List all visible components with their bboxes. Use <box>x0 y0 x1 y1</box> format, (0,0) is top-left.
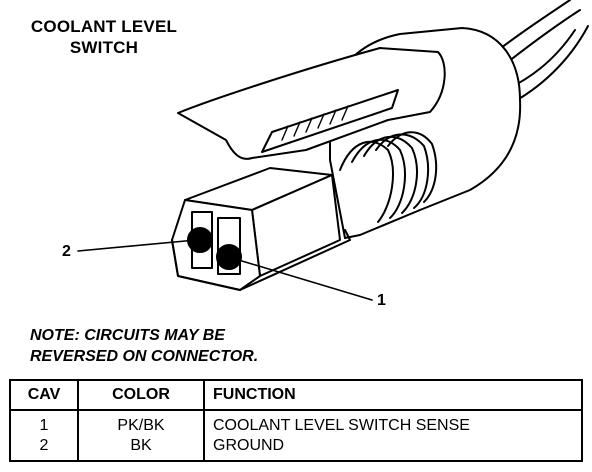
latch-slot <box>261 89 399 153</box>
cell-color: PK/BK <box>77 410 205 436</box>
diagram-title: COOLANT LEVEL SWITCH <box>14 16 194 58</box>
connector-boot-ribs <box>339 131 438 223</box>
pinout-table: CAV COLOR FUNCTION 1 PK/BK COOLANT LEVEL… <box>9 379 583 462</box>
connector-illustration <box>77 0 589 301</box>
callout-leader-2 <box>77 239 197 252</box>
header-cav: CAV <box>9 379 79 411</box>
note-text: NOTE: CIRCUITS MAY BE REVERSED ON CONNEC… <box>30 325 258 367</box>
latch-grip-ridges <box>281 105 349 141</box>
connector-face-front <box>171 199 261 291</box>
cell-color: BK <box>77 436 205 462</box>
terminal-pin-1 <box>216 244 242 270</box>
header-function: FUNCTION <box>203 379 583 411</box>
cell-function: GROUND <box>203 436 583 462</box>
header-color: COLOR <box>77 379 205 411</box>
note-line-1: NOTE: CIRCUITS MAY BE <box>30 327 225 344</box>
table-header-row: CAV COLOR FUNCTION <box>9 379 583 411</box>
note-line-2: REVERSED ON CONNECTOR. <box>30 348 259 365</box>
connector-base-lip <box>171 229 351 291</box>
cell-cav: 2 <box>9 436 79 462</box>
title-line-2: SWITCH <box>69 38 139 57</box>
callout-label-2: 2 <box>62 243 71 260</box>
cell-cav: 1 <box>9 410 79 436</box>
title-line-1: COOLANT LEVEL <box>30 17 178 36</box>
cell-function: COOLANT LEVEL SWITCH SENSE <box>203 410 583 436</box>
locking-latch <box>177 47 446 160</box>
callout-label-1: 1 <box>377 292 386 309</box>
table-row: 2 BK GROUND <box>9 436 583 462</box>
table-row: 1 PK/BK COOLANT LEVEL SWITCH SENSE <box>9 410 583 436</box>
callout-leader-1 <box>231 257 373 301</box>
